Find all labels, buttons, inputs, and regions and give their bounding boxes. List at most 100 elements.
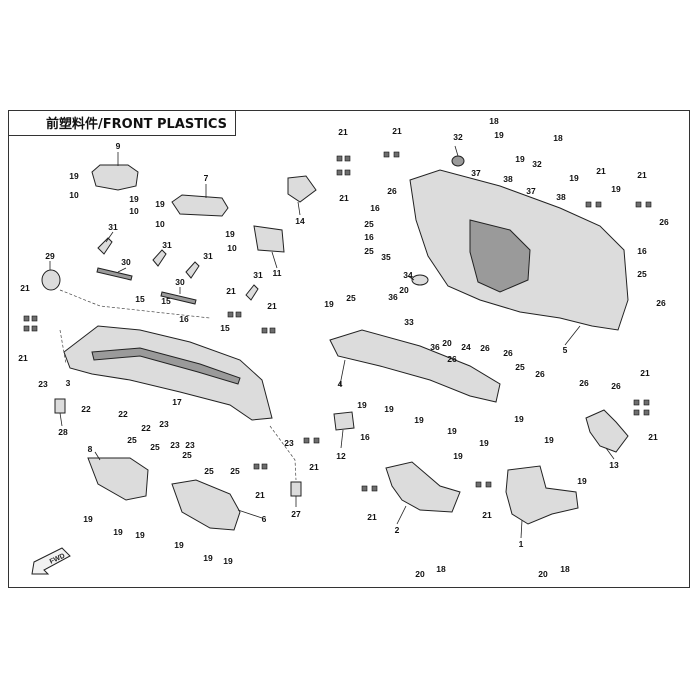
callout-34: 34 xyxy=(403,270,413,280)
callout-10-a: 10 xyxy=(69,190,79,200)
part-14-bracket xyxy=(287,175,317,203)
callout-20-d: 20 xyxy=(538,569,548,579)
callout-13: 13 xyxy=(609,460,619,470)
callout-19-n: 19 xyxy=(479,438,489,448)
callout-15-c: 15 xyxy=(220,323,230,333)
callout-26-b: 26 xyxy=(659,217,669,227)
callout-19-c: 19 xyxy=(155,199,165,209)
callout-29: 29 xyxy=(45,251,55,261)
callout-25-j: 25 xyxy=(637,269,647,279)
callout-16-a: 16 xyxy=(179,314,189,324)
callout-21-g: 21 xyxy=(392,126,402,136)
callout-25-h: 25 xyxy=(364,246,374,256)
callout-30-a: 30 xyxy=(121,257,131,267)
callout-19-j: 19 xyxy=(357,400,367,410)
leader-lines xyxy=(49,145,615,539)
callout-21-f: 21 xyxy=(339,193,349,203)
callout-21-m: 21 xyxy=(255,490,265,500)
callout-2: 2 xyxy=(395,525,400,535)
callout-21-k: 21 xyxy=(648,432,658,442)
callout-10-d: 10 xyxy=(227,243,237,253)
callout-17: 17 xyxy=(172,397,182,407)
callout-20-b: 20 xyxy=(442,338,452,348)
part-31-bracket-b xyxy=(152,249,167,267)
callout-21-d: 21 xyxy=(267,301,277,311)
dash-upper-panel-cutout xyxy=(469,219,531,293)
callout-8: 8 xyxy=(88,444,93,454)
part-31-bracket-c xyxy=(185,261,200,279)
callout-23-b: 23 xyxy=(159,419,169,429)
callout-15-b: 15 xyxy=(161,296,171,306)
callout-18-d: 18 xyxy=(560,564,570,574)
dash-lower-shell-detail xyxy=(91,347,241,385)
callout-9: 9 xyxy=(116,141,121,151)
callout-4: 4 xyxy=(338,379,343,389)
callout-25-g: 25 xyxy=(364,219,374,229)
callout-10-c: 10 xyxy=(155,219,165,229)
callout-32-a: 32 xyxy=(453,132,463,142)
callout-35: 35 xyxy=(381,252,391,262)
callout-20-c: 20 xyxy=(415,569,425,579)
part-7-cover xyxy=(171,194,229,217)
callout-21-b: 21 xyxy=(18,353,28,363)
callout-11: 11 xyxy=(273,268,282,278)
callout-30-b: 30 xyxy=(175,277,185,287)
fastener-clips xyxy=(23,151,652,492)
callout-38-a: 38 xyxy=(503,174,513,184)
callout-23-e: 23 xyxy=(284,438,294,448)
part-4-lower-tray xyxy=(329,329,501,403)
callout-26-h: 26 xyxy=(579,378,589,388)
callout-23-d: 23 xyxy=(185,440,195,450)
callout-19-b: 19 xyxy=(129,194,139,204)
callout-21-n: 21 xyxy=(367,512,377,522)
part-27-block xyxy=(290,481,302,497)
callout-31-a: 31 xyxy=(108,222,118,232)
callout-25-b: 25 xyxy=(150,442,160,452)
callout-15-a: 15 xyxy=(135,294,145,304)
callout-19-r: 19 xyxy=(577,476,587,486)
callout-5: 5 xyxy=(563,345,568,355)
part-8-lower-left-panel xyxy=(87,457,149,501)
part-31-bracket-d xyxy=(245,284,259,301)
callout-19-f: 19 xyxy=(515,154,525,164)
callout-16-e: 16 xyxy=(637,246,647,256)
part-32-cap xyxy=(451,155,465,167)
callout-24: 24 xyxy=(461,342,471,352)
part-13-side-bracket xyxy=(585,409,629,453)
callout-3: 3 xyxy=(66,378,71,388)
part-9-upper-cover xyxy=(91,164,139,191)
callout-18-c: 18 xyxy=(436,564,446,574)
callout-labels: 1 2 3 4 5 6 7 8 9 10 10 10 10 11 12 xyxy=(18,116,669,579)
callout-23-a: 23 xyxy=(38,379,48,389)
callout-19-o: 19 xyxy=(514,414,524,424)
callout-1: 1 xyxy=(519,539,524,549)
callout-19-s: 19 xyxy=(83,514,93,524)
callout-19-x: 19 xyxy=(223,556,233,566)
callout-19-v: 19 xyxy=(174,540,184,550)
part-2-footwell-panel-left xyxy=(385,461,461,513)
assembly-line-b xyxy=(269,425,297,481)
callout-19-l: 19 xyxy=(414,415,424,425)
callout-26-c: 26 xyxy=(656,298,666,308)
callout-19-d: 19 xyxy=(225,229,235,239)
callout-31-b: 31 xyxy=(162,240,172,250)
callout-16-d: 16 xyxy=(360,432,370,442)
callout-21-c: 21 xyxy=(226,286,236,296)
diagram-title: 前塑料件/FRONT PLASTICS xyxy=(8,110,236,136)
callout-19-p: 19 xyxy=(453,451,463,461)
callout-16-b: 16 xyxy=(370,203,380,213)
callout-10-b: 10 xyxy=(129,206,139,216)
callout-21-i: 21 xyxy=(637,170,647,180)
callout-19-h: 19 xyxy=(611,184,621,194)
callout-19-w: 19 xyxy=(203,553,213,563)
part-1-footwell-panel-right xyxy=(505,465,579,525)
callout-21-a: 21 xyxy=(20,283,30,293)
callout-19-i: 19 xyxy=(324,299,334,309)
callout-26-f: 26 xyxy=(503,348,513,358)
callout-19-e: 19 xyxy=(494,130,504,140)
callout-18-b: 18 xyxy=(553,133,563,143)
callout-37-a: 37 xyxy=(471,168,481,178)
callout-19-g: 19 xyxy=(569,173,579,183)
callout-21-o: 21 xyxy=(482,510,492,520)
